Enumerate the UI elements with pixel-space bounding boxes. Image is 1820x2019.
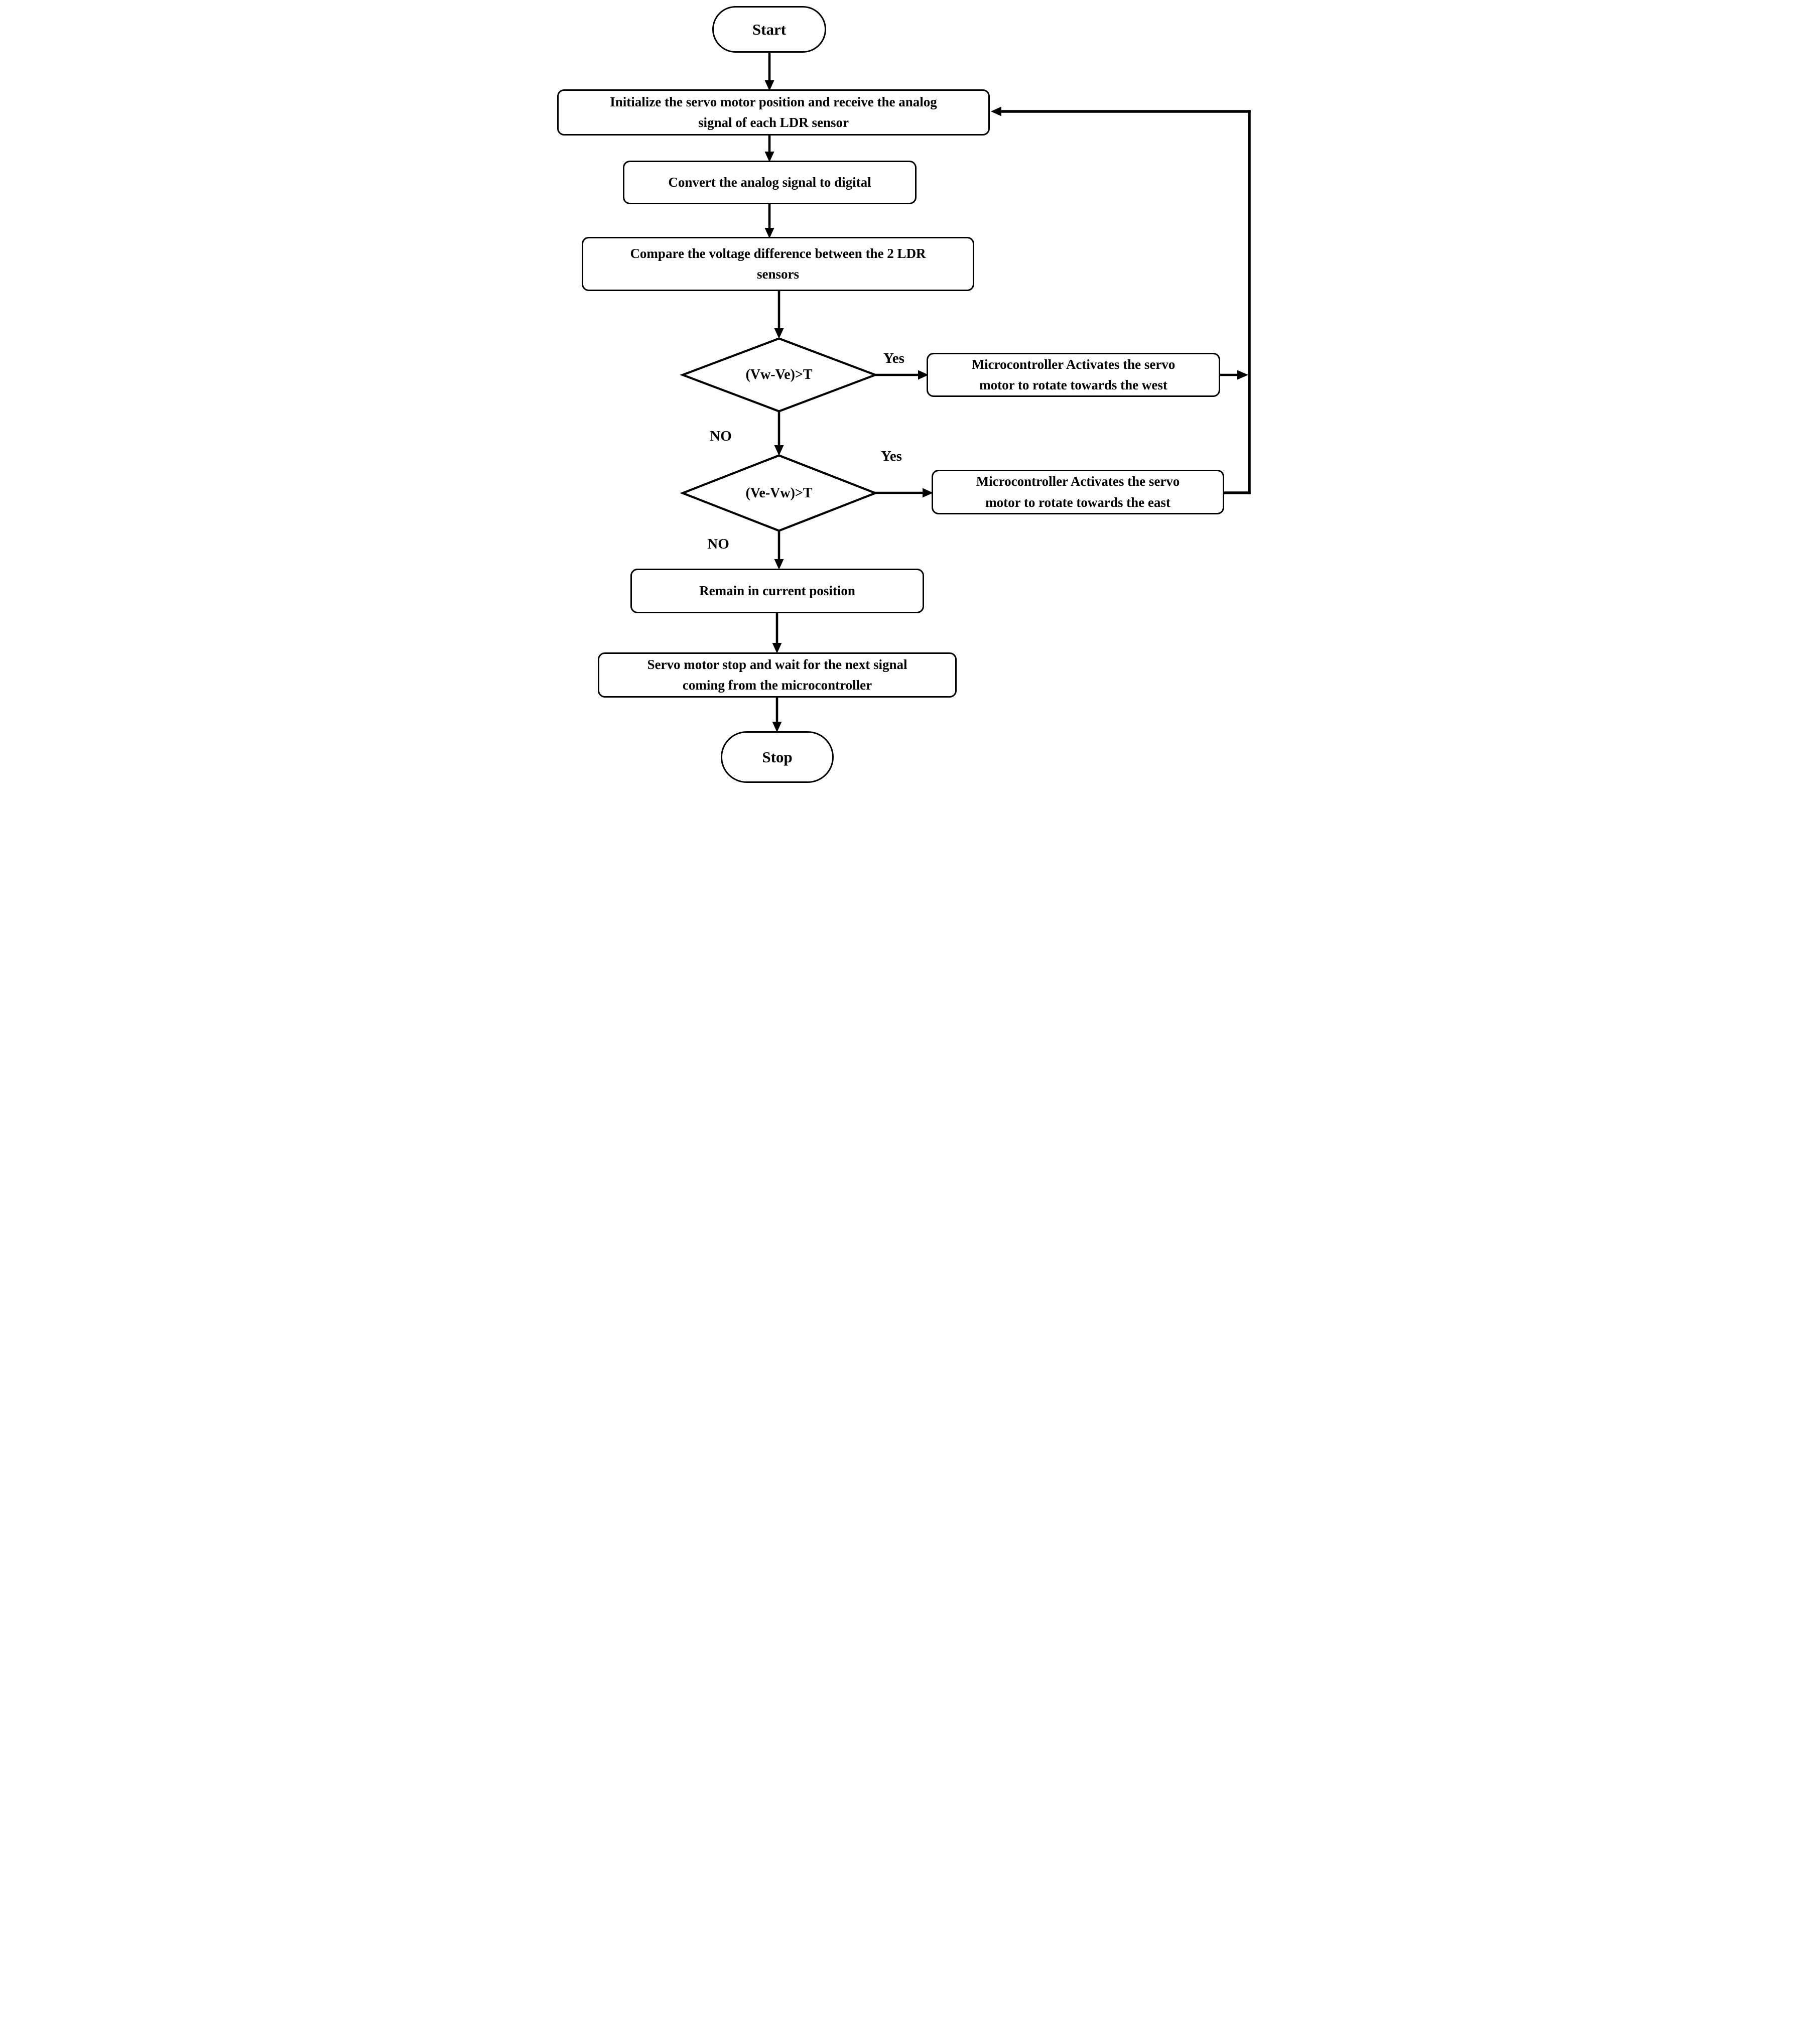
compare-label-line1: Compare the voltage difference between t… xyxy=(630,245,926,261)
no-label-west: NO xyxy=(710,428,732,444)
rotate-east-process-box: Microcontroller Activates the servo moto… xyxy=(932,470,1224,514)
stop-terminator: Stop xyxy=(721,731,834,783)
servo-stop-label-line2: coming from the microcontroller xyxy=(682,678,872,693)
decision-east-shape xyxy=(680,454,878,532)
start-terminator: Start xyxy=(712,6,826,53)
init-label-line1: Initialize the servo motor position and … xyxy=(610,94,937,109)
arrow-head-down xyxy=(772,722,782,732)
edge-decision-west-yes xyxy=(874,370,929,380)
remain-process-box: Remain in current position xyxy=(630,569,924,613)
compare-process-box: Compare the voltage difference between t… xyxy=(582,237,974,291)
edge-rotate-west-feedback xyxy=(1219,370,1248,380)
edge-decision-east-yes xyxy=(874,488,933,498)
remain-label: Remain in current position xyxy=(699,583,855,598)
yes-label-east: Yes xyxy=(881,448,902,464)
arrow-head-down xyxy=(772,643,782,653)
rotate-west-label-line1: Microcontroller Activates the servo xyxy=(971,356,1176,372)
solar-tracker-flowchart: Start Initialize the servo motor positio… xyxy=(550,0,1270,798)
servo-stop-process-box: Servo motor stop and wait for the next s… xyxy=(598,652,957,698)
stop-label: Stop xyxy=(762,748,793,766)
decision-east-label: (Ve-Vw)>T xyxy=(745,485,813,501)
arrow-head-left xyxy=(991,106,1001,116)
arrow-head-down xyxy=(774,559,784,570)
servo-stop-label-line1: Servo motor stop and wait for the next s… xyxy=(647,656,907,672)
diamond-outline xyxy=(680,337,878,413)
convert-process-box: Convert the analog signal to digital xyxy=(623,161,917,204)
arrow-head-right xyxy=(1237,370,1248,380)
yes-label-west: Yes xyxy=(883,350,904,366)
init-process-box: Initialize the servo motor position and … xyxy=(557,89,990,136)
edge-decision-west-no xyxy=(774,411,784,456)
start-label: Start xyxy=(752,20,787,38)
decision-east-diamond: (Ve-Vw)>T xyxy=(679,454,879,532)
rotate-east-label-line2: motor to rotate towards the east xyxy=(985,494,1171,510)
edge-remain-servo-stop xyxy=(772,612,782,653)
edge-compare-decision-west xyxy=(774,290,784,339)
init-label-line2: signal of each LDR sensor xyxy=(698,115,849,130)
diamond-outline xyxy=(680,454,878,532)
rotate-west-label-line2: motor to rotate towards the west xyxy=(979,377,1167,392)
rotate-east-label-line1: Microcontroller Activates the servo xyxy=(976,474,1180,489)
edge-convert-compare xyxy=(764,203,774,238)
no-label-east: NO xyxy=(707,536,729,552)
decision-west-label: (Vw-Ve)>T xyxy=(745,367,813,382)
feedback-return-line xyxy=(991,106,1251,494)
convert-label: Convert the analog signal to digital xyxy=(668,174,871,190)
edge-init-convert xyxy=(764,134,774,162)
edge-start-init xyxy=(764,52,774,91)
decision-west-diamond: (Vw-Ve)>T xyxy=(679,337,879,413)
rotate-west-process-box: Microcontroller Activates the servo moto… xyxy=(927,353,1220,397)
compare-label-line2: sensors xyxy=(756,266,799,282)
decision-west-shape xyxy=(680,337,878,413)
edge-servo-stop-stop xyxy=(772,697,782,732)
edge-decision-east-no xyxy=(774,530,784,570)
